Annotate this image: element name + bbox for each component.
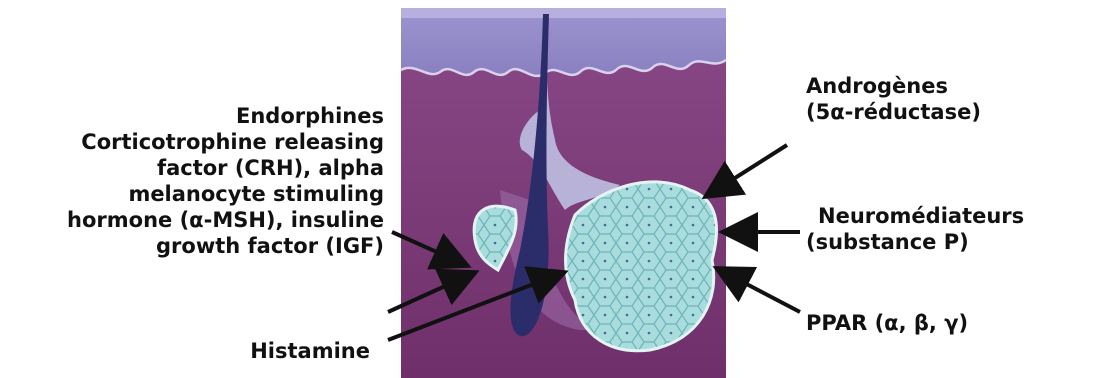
label-igf: growth factor (IGF) (67, 233, 384, 259)
label-histamine: Histamine (250, 338, 370, 364)
label-endorphines: Endorphines (67, 103, 384, 129)
label-androgenes: Androgènes (5α-réductase) (806, 73, 981, 125)
label-neuromediateurs: Neuromédiateurs (substance P) (806, 203, 1024, 255)
label-crh-line2: factor (CRH), alpha (67, 155, 384, 181)
arrow-ppar (716, 268, 800, 312)
label-msh-line2: hormone (α-MSH), insuline (67, 207, 384, 233)
left-label-block: Endorphines Corticotrophine releasing fa… (67, 103, 384, 259)
label-msh-line1: melanocyte stimuling (67, 181, 384, 207)
label-ppar: PPAR (α, β, γ) (806, 310, 968, 336)
label-crh-line1: Corticotrophine releasing (67, 129, 384, 155)
